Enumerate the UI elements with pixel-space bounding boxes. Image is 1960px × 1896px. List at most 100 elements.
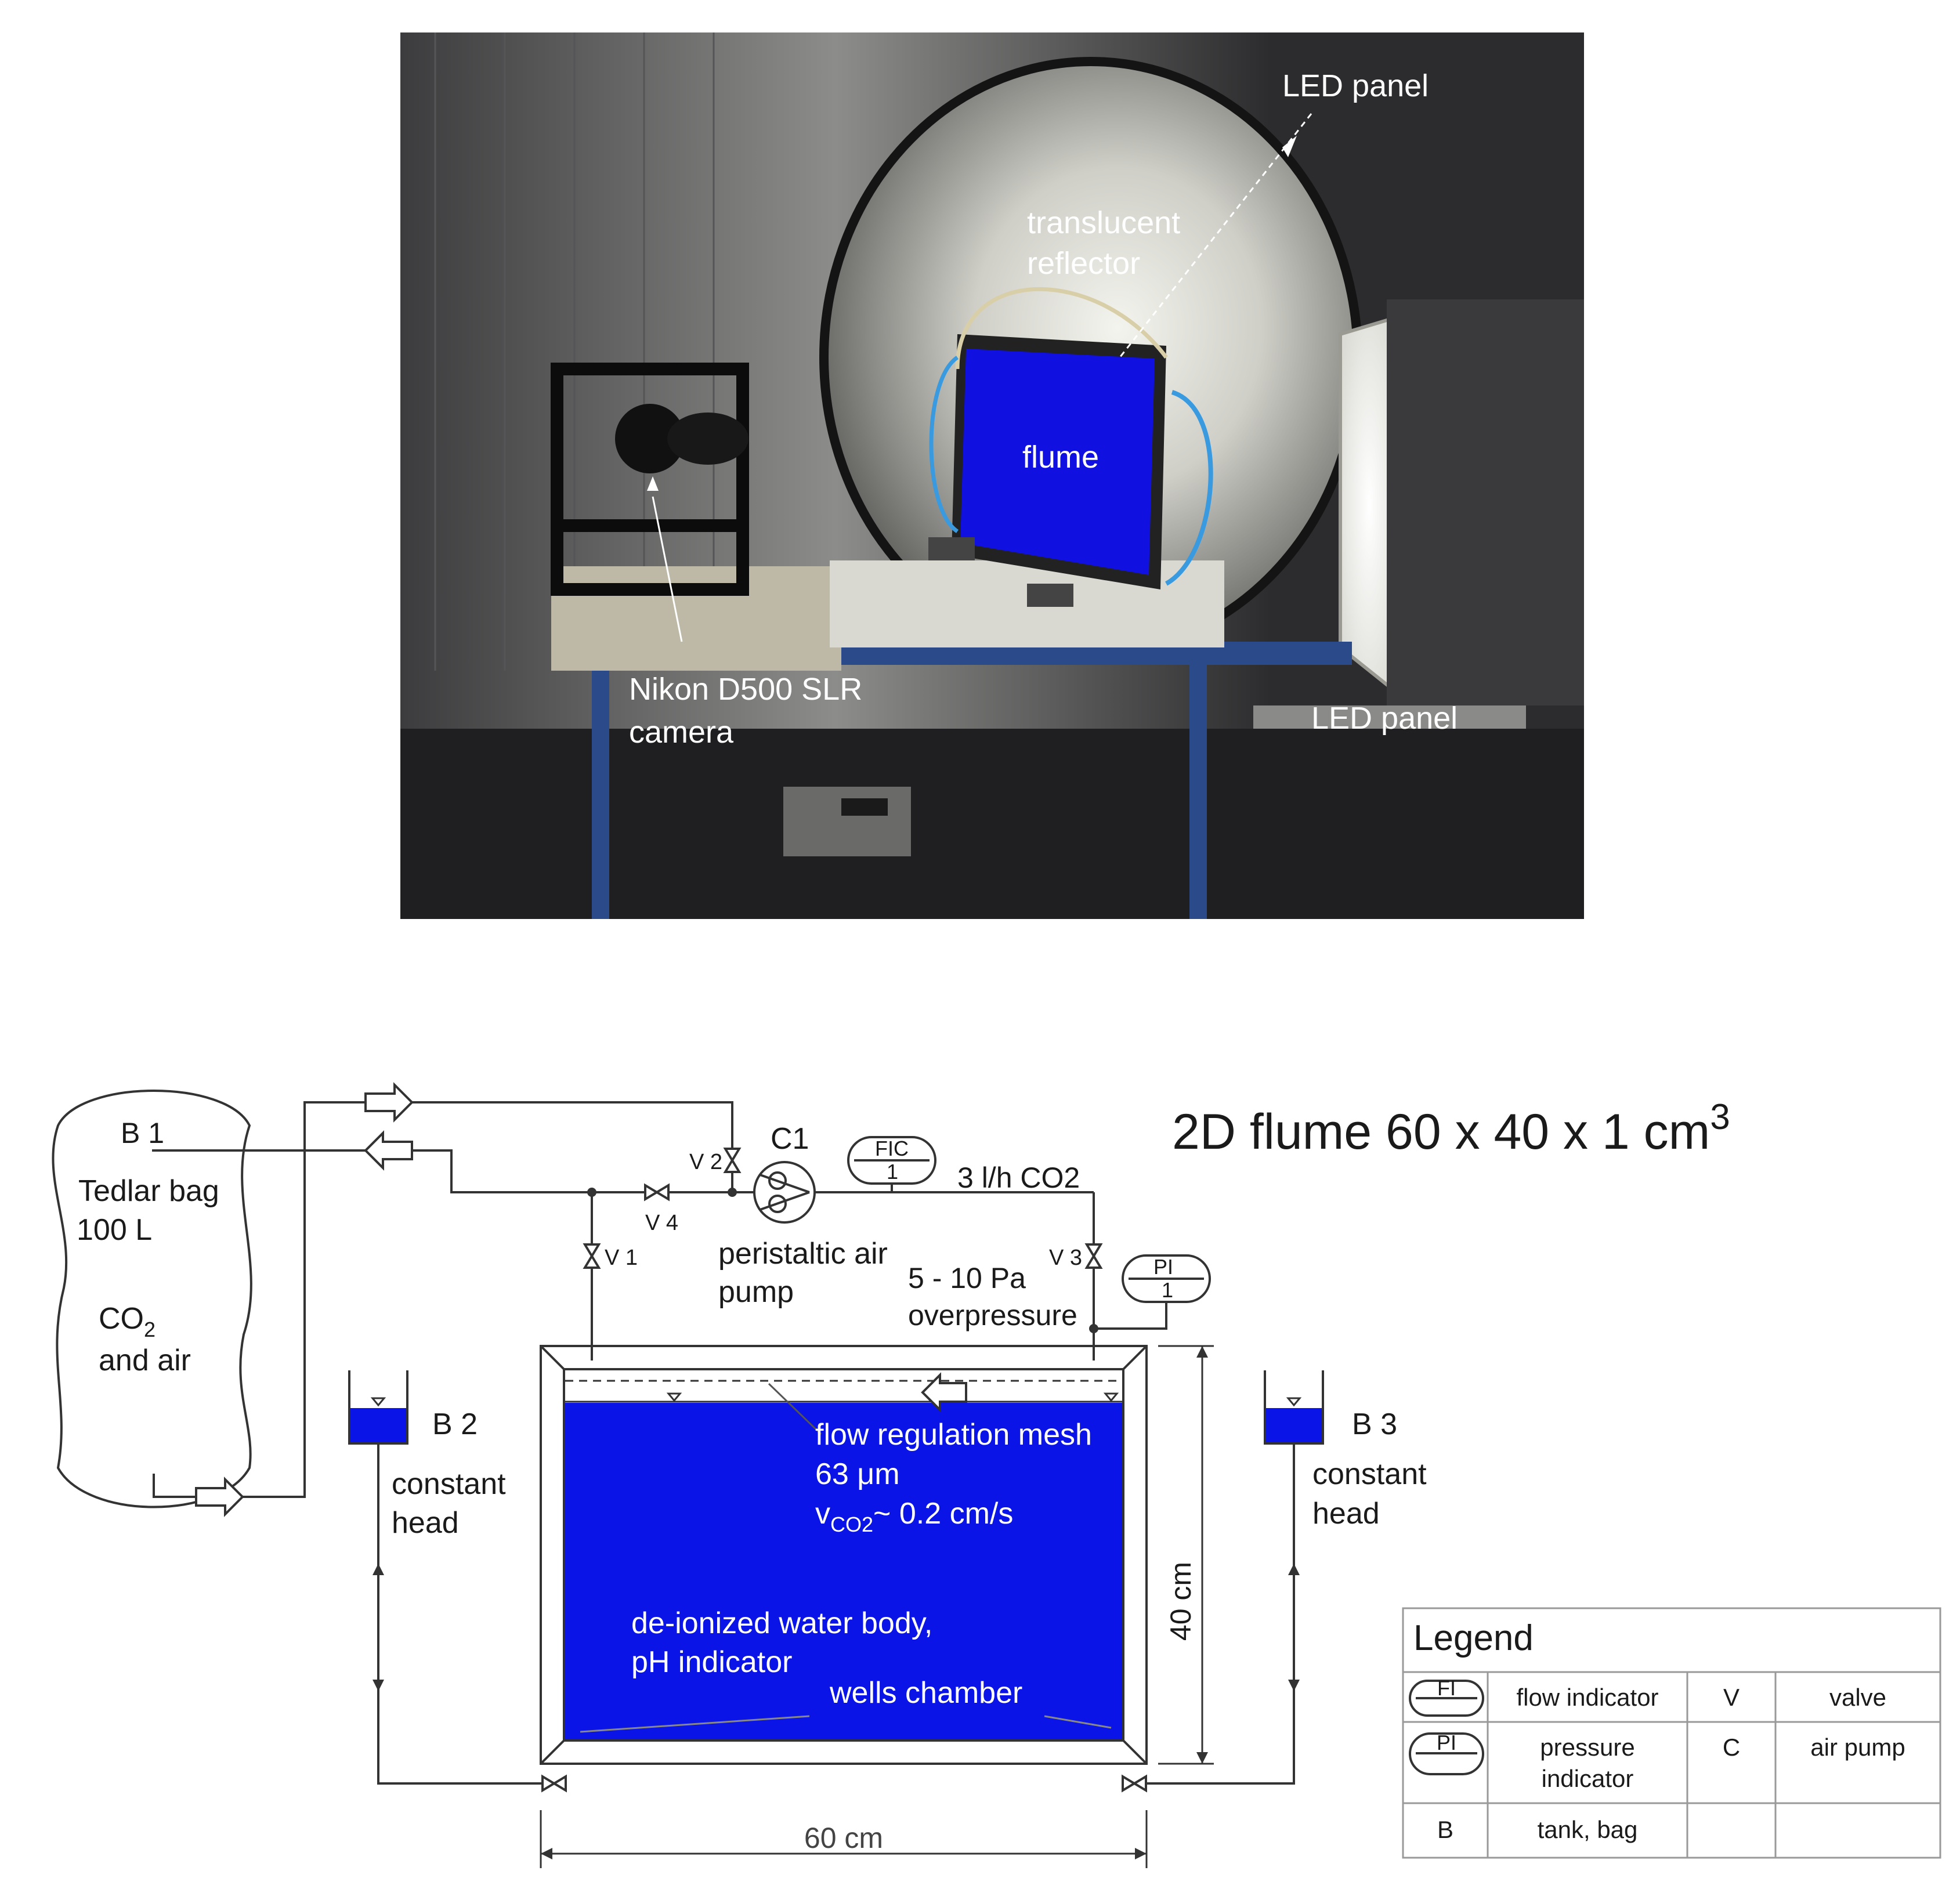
valve-bottom-right <box>1122 1774 1147 1793</box>
water-label-line2: pH indicator <box>631 1645 792 1679</box>
bag-line4: and air <box>99 1344 191 1377</box>
velocity-label: vCO2~ 0.2 cm/s <box>815 1497 1013 1536</box>
water-body <box>565 1403 1122 1739</box>
legend-pi-desc1: pressure <box>1540 1734 1634 1761</box>
legend-c-meaning: air pump <box>1810 1734 1905 1761</box>
pump-device <box>783 787 911 856</box>
label-camera-line2: camera <box>629 715 734 750</box>
table-leg-right <box>1189 665 1207 919</box>
pi-bottom: 1 <box>1162 1278 1173 1302</box>
tank-b2-line1: constant <box>392 1467 506 1501</box>
frame-corner-br <box>1122 1739 1148 1765</box>
tank-b2-line2: head <box>392 1506 459 1540</box>
pi-indicator <box>1122 1254 1211 1303</box>
wells-label: wells chamber <box>829 1676 1022 1710</box>
legend-v-meaning: valve <box>1829 1684 1886 1711</box>
floor <box>400 729 1584 919</box>
legend: Legend FI flow indicator V valve PI pres… <box>1402 1607 1941 1859</box>
valve-bottom-left <box>541 1774 567 1793</box>
schematic-svg: 2D flume 60 x 40 x 1 cm3 B 1 Tedlar bag … <box>52 1082 1941 1868</box>
tank-b2-id: B 2 <box>432 1407 478 1441</box>
fic-indicator <box>847 1136 936 1185</box>
overpressure-line2: overpressure <box>908 1299 1077 1331</box>
peristaltic-pump-symbol <box>753 1161 816 1224</box>
valve-v4 <box>644 1183 670 1202</box>
valve-v4-label: V 4 <box>645 1211 678 1235</box>
legend-fi-text: FI <box>1437 1676 1456 1700</box>
legend-b-desc: tank, bag <box>1538 1816 1638 1843</box>
water-line-b2 <box>377 1443 543 1785</box>
valve-v3-label: V 3 <box>1049 1246 1082 1270</box>
flow-rate-label: 3 l/h CO2 <box>957 1162 1080 1194</box>
mesh-label-line2: 63 μm <box>815 1457 900 1491</box>
foam-block-left <box>551 566 841 671</box>
junction-v2 <box>728 1188 737 1197</box>
fic-bottom: 1 <box>887 1160 898 1184</box>
gas-line-outlet <box>153 1101 733 1498</box>
mesh-label-line1: flow regulation mesh <box>815 1418 1092 1452</box>
camera-lens <box>667 413 748 465</box>
pump-line1: peristaltic air <box>718 1237 888 1271</box>
junction-pi <box>1089 1324 1098 1333</box>
tank-b2 <box>348 1370 408 1445</box>
fic-top: FIC <box>875 1137 909 1160</box>
dim-width-label: 60 cm <box>804 1822 883 1854</box>
bag-line2: 100 L <box>77 1213 152 1247</box>
bag-co2: CO2 <box>99 1302 156 1341</box>
legend-c-code: C <box>1723 1734 1740 1761</box>
arrow-outlet-bag <box>195 1477 244 1517</box>
tedlar-bag <box>52 1090 252 1508</box>
wells-pointer-left <box>580 1715 810 1733</box>
dim-height-label: 40 cm <box>1165 1562 1197 1641</box>
tubing-blue-left <box>929 356 959 533</box>
tubing-clear <box>955 287 1168 370</box>
mesh-pointer <box>768 1383 822 1435</box>
pump-display <box>841 798 888 816</box>
flume-inner-frame <box>563 1368 1124 1742</box>
valve-v1-label: V 1 <box>605 1246 638 1270</box>
label-camera-line1: Nikon D500 SLR <box>629 672 862 707</box>
tank-b3-line1: constant <box>1312 1457 1427 1491</box>
arrow-return-line <box>364 1130 413 1171</box>
valve-v2-label: V 2 <box>689 1150 722 1174</box>
legend-pi-text: PI <box>1437 1731 1456 1754</box>
headspace-flow-arrow <box>921 1372 967 1413</box>
legend-b-code: B <box>1437 1816 1453 1843</box>
legend-fi-desc: flow indicator <box>1516 1684 1658 1711</box>
valve-v1 <box>583 1243 601 1269</box>
frame-corner-tl <box>540 1345 565 1370</box>
tank-b3 <box>1264 1370 1324 1445</box>
table-leg-left <box>592 665 609 919</box>
legend-box <box>1402 1607 1941 1859</box>
wells-pointer-right <box>1044 1715 1112 1729</box>
water-line-b3 <box>1146 1443 1295 1785</box>
label-reflector-line1: translucent <box>1027 205 1180 240</box>
pi-connector <box>1094 1302 1167 1330</box>
frame-corner-tr <box>1122 1345 1148 1370</box>
legend-v-code: V <box>1723 1684 1740 1711</box>
setup-photo-svg: LED panel translucent reflector flume Ni… <box>400 32 1584 919</box>
wall-panels <box>434 32 715 671</box>
junction-v1 <box>587 1188 596 1197</box>
valve-v3 <box>1084 1243 1103 1269</box>
tank-b3-line2: head <box>1312 1497 1380 1530</box>
pump-id: C1 <box>771 1122 809 1156</box>
flume-outer-frame <box>540 1345 1148 1765</box>
flume-schematic: 2D flume 60 x 40 x 1 cm3 B 1 Tedlar bag … <box>0 1044 1960 1893</box>
label-led-panel-bottom: LED panel <box>1311 701 1458 736</box>
camera-body <box>615 404 685 473</box>
water-flow-arrows <box>373 1564 1300 1691</box>
valve-v2 <box>723 1148 742 1173</box>
frame-corner-bl <box>540 1739 565 1765</box>
crate <box>1387 299 1584 705</box>
bag-line1: Tedlar bag <box>78 1174 219 1208</box>
pump-line2: pump <box>718 1275 794 1309</box>
arrow-top-line <box>364 1082 414 1123</box>
pi-top: PI <box>1153 1255 1173 1279</box>
water-level-marker-right <box>1103 1392 1119 1402</box>
dim-arrowheads <box>541 1346 1208 1859</box>
legend-pi-desc2: indicator <box>1542 1765 1634 1792</box>
tubing-blue <box>1165 390 1213 586</box>
bag-id: B 1 <box>121 1117 164 1149</box>
tank-b3-id: B 3 <box>1352 1407 1397 1441</box>
